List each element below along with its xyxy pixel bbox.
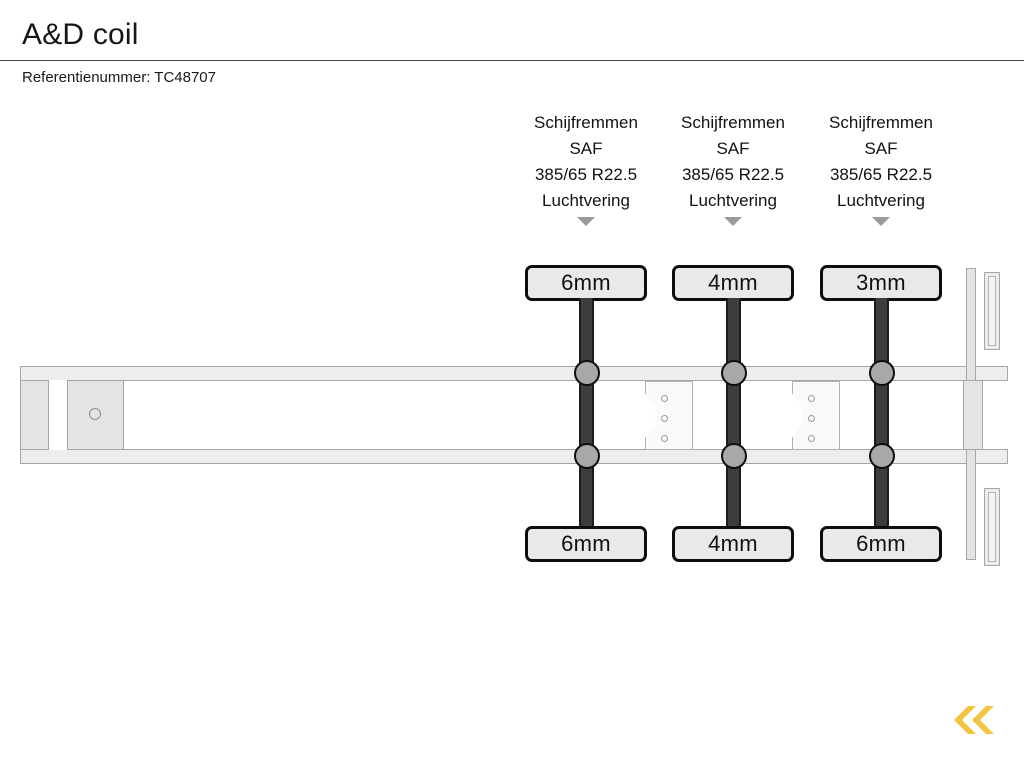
rear-bumper-inner — [988, 492, 996, 562]
axle-3-tyre-size: 385/65 R22.5 — [829, 165, 933, 184]
rear-bumper-inner — [988, 276, 996, 346]
axle-3-pointer-triangle-icon — [872, 217, 890, 226]
axle-1-pointer-triangle-icon — [577, 217, 595, 226]
previous-button[interactable] — [942, 700, 1000, 740]
wheel-hub-top — [574, 360, 600, 386]
suspension-bracket-2 — [792, 381, 840, 450]
suspension-bracket-1 — [645, 381, 693, 450]
axle-2-suspension: Luchtvering — [689, 191, 777, 210]
axle-2-make: SAF — [716, 139, 750, 158]
axle-assembly-2: 4mm 4mm — [672, 265, 794, 565]
bracket-bolt — [661, 415, 668, 422]
tread-depth-axle1-bottom[interactable]: 6mm — [525, 526, 647, 562]
tread-depth-axle2-top[interactable]: 4mm — [672, 265, 794, 301]
front-deck-gap — [48, 380, 68, 450]
reference-number: Referentienummer: TC48707 — [22, 69, 216, 86]
axle-spec-2: Schijfremmen SAF 385/65 R22.5 Luchtverin… — [658, 110, 808, 226]
axle-2-tyre-size: 385/65 R22.5 — [681, 165, 785, 184]
bracket-bolt — [808, 415, 815, 422]
axle-3-suspension: Luchtvering — [837, 191, 925, 210]
axle-1-make: SAF — [569, 139, 603, 158]
axle-2-brakes: Schijfremmen — [681, 113, 785, 132]
axle-3-brakes: Schijfremmen — [829, 113, 933, 132]
kingpin-icon — [89, 408, 101, 420]
axle-assembly-1: 6mm 6mm — [525, 265, 647, 565]
axle-beam — [579, 298, 594, 533]
header-divider — [0, 60, 1024, 61]
bracket-bolt — [661, 395, 668, 402]
bracket-bolt — [808, 435, 815, 442]
tread-depth-axle1-top[interactable]: 6mm — [525, 265, 647, 301]
axle-spec-3: Schijfremmen SAF 385/65 R22.5 Luchtverin… — [806, 110, 956, 226]
page-title: A&D coil — [22, 18, 139, 51]
axle-assembly-3: 3mm 6mm — [820, 265, 942, 565]
chassis-rail-top — [20, 366, 1008, 381]
front-deck-plate — [20, 380, 124, 450]
tread-depth-axle3-top[interactable]: 3mm — [820, 265, 942, 301]
axle-1-brakes: Schijfremmen — [534, 113, 638, 132]
wheel-hub-top — [869, 360, 895, 386]
wheel-hub-bottom — [869, 443, 895, 469]
axle-spec-1: Schijfremmen SAF 385/65 R22.5 Luchtverin… — [511, 110, 661, 226]
wheel-hub-top — [721, 360, 747, 386]
bracket-bolt — [661, 435, 668, 442]
wheel-hub-bottom — [721, 443, 747, 469]
chassis-rail-bottom — [20, 449, 1008, 464]
axle-3-make: SAF — [864, 139, 898, 158]
tread-depth-axle3-bottom[interactable]: 6mm — [820, 526, 942, 562]
rear-bumper-bottom — [984, 488, 1000, 566]
bracket-bolt-group — [808, 395, 816, 455]
wheel-hub-bottom — [574, 443, 600, 469]
axle-beam — [874, 298, 889, 533]
rear-bumper-top — [984, 272, 1000, 350]
tread-depth-axle2-bottom[interactable]: 4mm — [672, 526, 794, 562]
page-header: A&D coil Referentienummer: TC48707 — [0, 0, 1024, 86]
axle-2-pointer-triangle-icon — [724, 217, 742, 226]
double-chevron-left-icon — [954, 706, 994, 734]
bracket-bolt-group — [661, 395, 669, 455]
axle-beam — [726, 298, 741, 533]
axle-1-suspension: Luchtvering — [542, 191, 630, 210]
rear-cross-beam — [963, 380, 983, 450]
axle-1-tyre-size: 385/65 R22.5 — [534, 165, 638, 184]
bracket-bolt — [808, 395, 815, 402]
